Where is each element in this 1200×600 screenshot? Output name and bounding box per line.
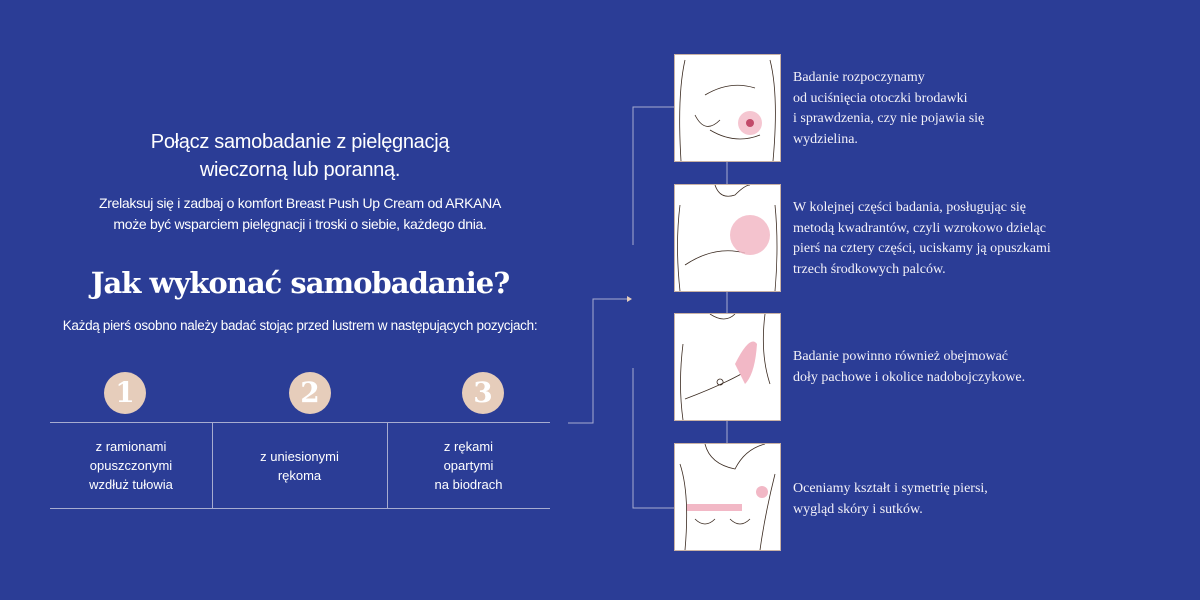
positions-intro: Każdą pierś osobno należy badać stojąc p… (62, 318, 538, 333)
position-number-3: 3 (462, 372, 504, 414)
step-3-text: Badanie powinno również obejmować doły p… (793, 349, 1026, 385)
table-bottom-divider (50, 508, 550, 509)
position-label-2: z uniesionymi rękoma (260, 448, 339, 483)
position-number-2: 2 (289, 372, 331, 414)
step-1-text: Badanie rozpoczynamy od uciśnięcia otocz… (793, 70, 985, 147)
lead-line-1: Zrelaksuj się i zadbaj o komfort Breast … (98, 195, 502, 211)
illustration-quadrant-method (674, 184, 781, 292)
arrow-icon (627, 296, 632, 302)
lead-line-2: może być wsparciem pielęgnacji i troski … (113, 216, 487, 232)
step-2-text: W kolejnej części badania, posługując si… (793, 200, 1051, 277)
column-divider (212, 422, 213, 508)
position-label-1: z ramionami opuszczonymi wzdłuż tułowia (89, 439, 173, 492)
intro-lead: Zrelaksuj się i zadbaj o komfort Breast … (0, 193, 600, 235)
column-divider (387, 422, 388, 508)
position-number-1: 1 (104, 372, 146, 414)
illustration-armpit-check (674, 313, 781, 421)
intro-title: Połącz samobadanie z pielęgnacją wieczor… (150, 131, 450, 181)
illustration-nipple-check (674, 54, 781, 162)
position-label-3: z rękami opartymi na biodrach (434, 439, 503, 492)
step-4-text: Oceniamy kształt i symetrię piersi, wygl… (793, 481, 988, 517)
table-top-divider (50, 422, 550, 423)
main-heading: Jak wykonać samobadanie? (90, 266, 510, 300)
illustration-symmetry-check (674, 443, 781, 551)
